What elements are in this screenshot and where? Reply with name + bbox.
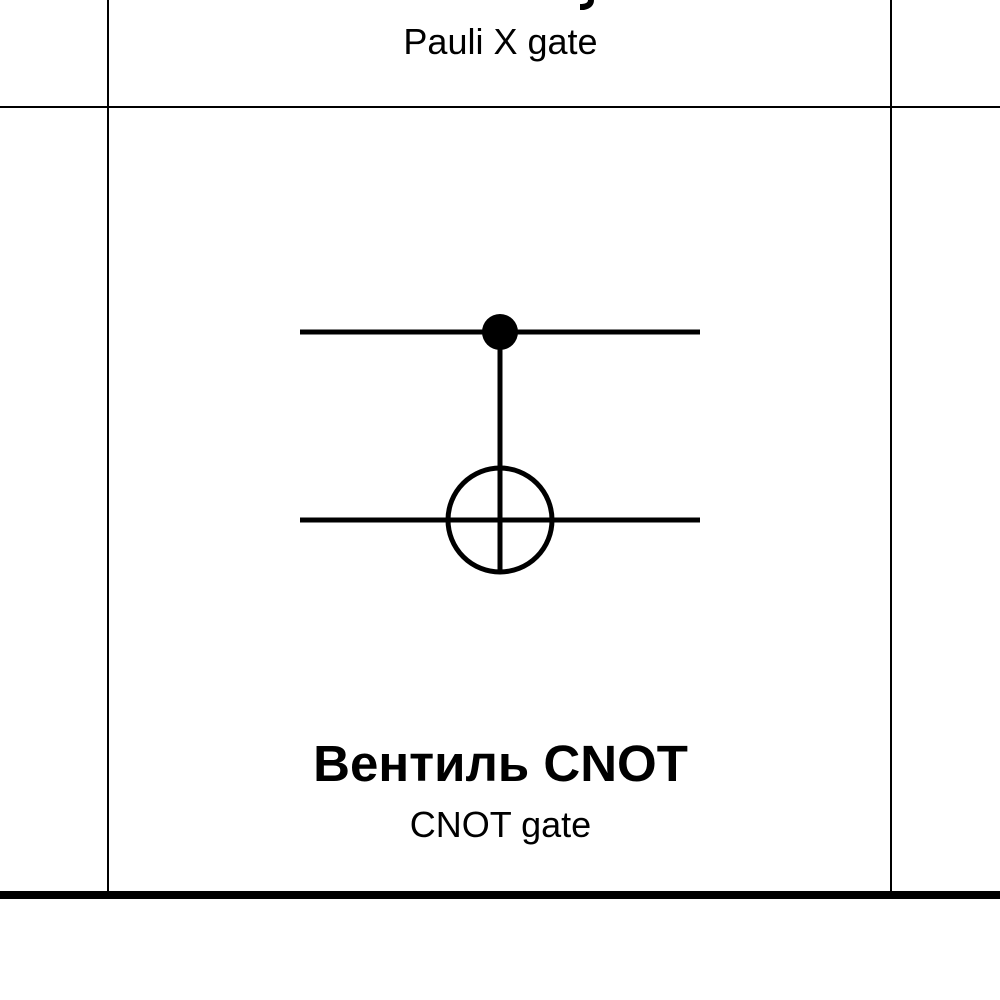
row-divider: [0, 106, 1000, 108]
target-xor-circle: [445, 465, 555, 575]
table-left-border: [107, 0, 109, 893]
cut-off-title-descender: [580, 0, 594, 10]
cnot-subtitle: CNOT gate: [409, 804, 592, 845]
cnot-title: Вентиль CNOT: [313, 735, 688, 792]
control-dot: [482, 314, 518, 350]
table-right-border: [890, 0, 892, 893]
table-bottom-rule: [0, 891, 1000, 899]
pauli-x-subtitle: Pauli X gate: [403, 21, 598, 62]
cnot-circuit-symbol: [300, 314, 700, 575]
